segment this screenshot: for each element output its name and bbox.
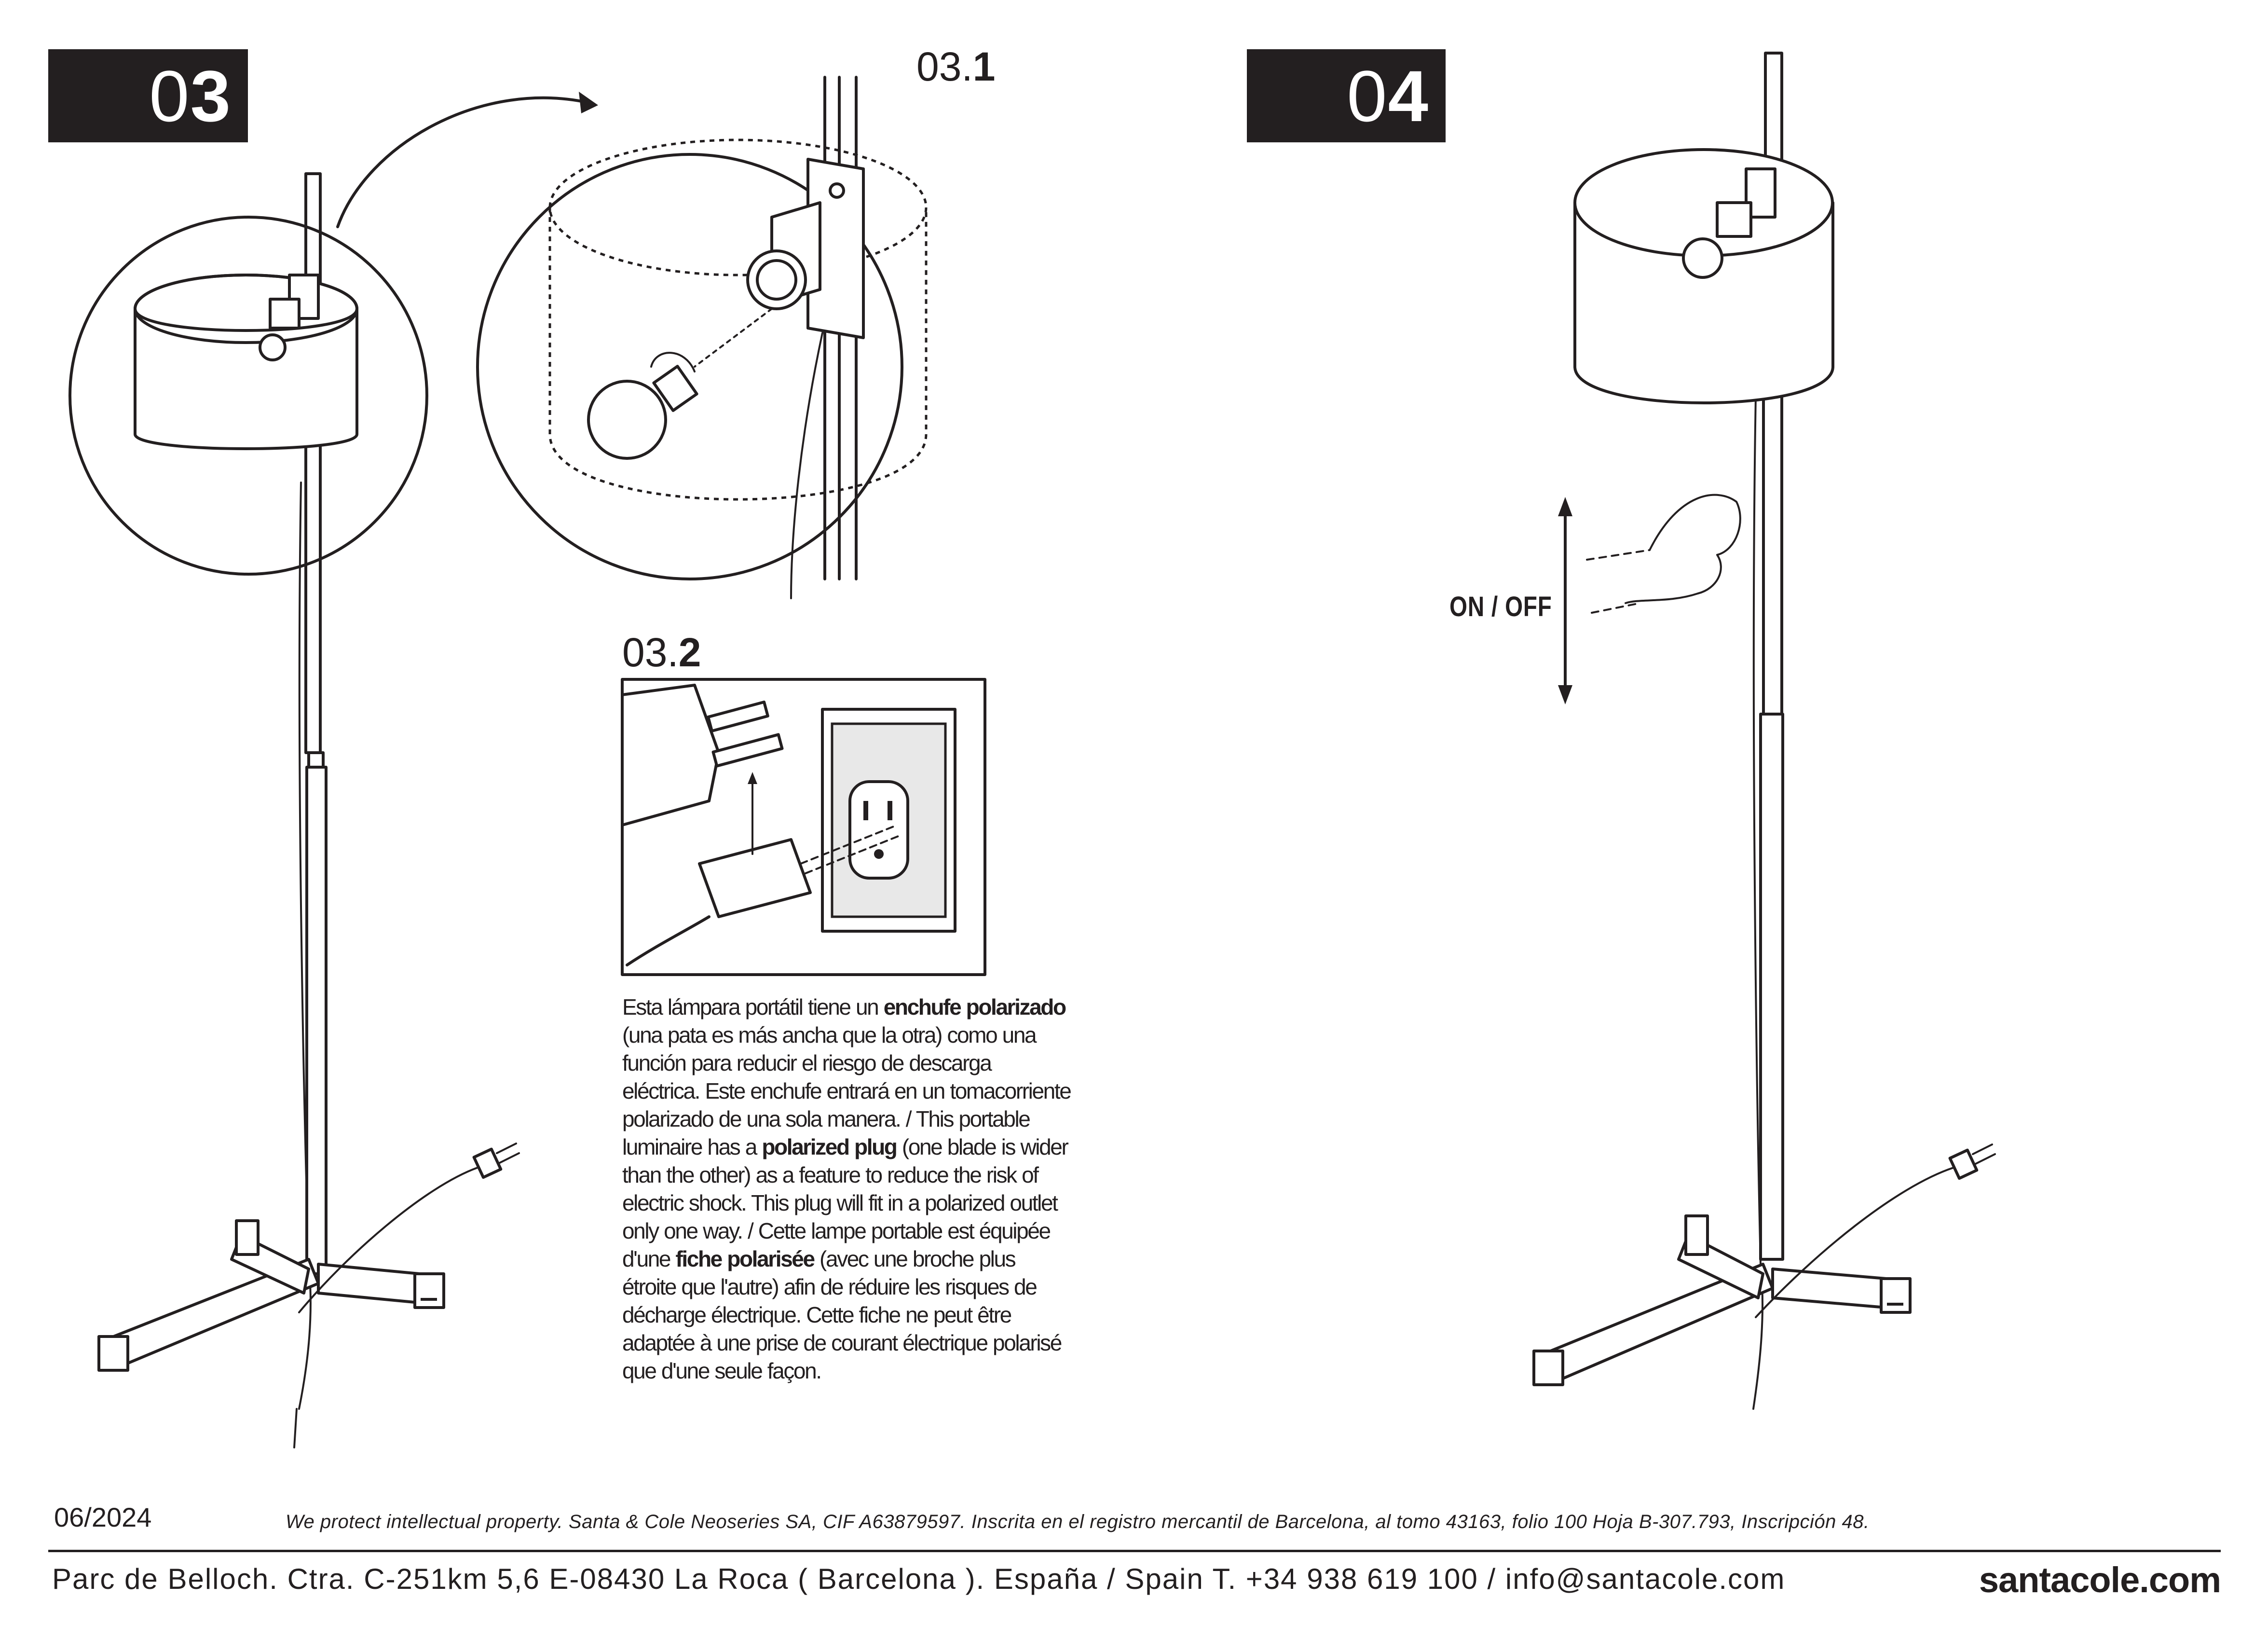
notice-text-3: (one blade is wider than the other) as a… <box>622 1134 1069 1271</box>
brand-website: santacole.com <box>1979 1560 2221 1600</box>
step-4-number: 4 <box>1388 55 1428 137</box>
lamp-step3-illustration <box>68 92 598 1448</box>
notice-bold-es: enchufe polarizado <box>883 994 1066 1020</box>
step-3-2-prefix: 03. <box>622 630 679 675</box>
notice-text-2: (una pata es más ancha que la otra) como… <box>622 1022 1072 1159</box>
notice-bold-fr: fiche polarisée <box>675 1246 816 1271</box>
bulb-install-detail <box>476 76 928 599</box>
step-3-2-label: 03.2 <box>622 632 701 673</box>
lamp-step4-illustration <box>1532 52 1996 1410</box>
step-3-number: 3 <box>190 55 231 137</box>
step-3-prefix: 0 <box>149 55 191 137</box>
step-3-1-number: 1 <box>972 44 996 89</box>
step-3-2-number: 2 <box>678 630 701 675</box>
step-4-prefix: 0 <box>1347 55 1388 137</box>
notice-text-1: Esta lámpara portátil tiene un <box>622 994 884 1020</box>
notice-bold-en: polarized plug <box>762 1134 898 1159</box>
on-off-label: ON / OFF <box>1449 591 1552 622</box>
polarized-plug-notice: Esta lámpara portátil tiene un enchufe p… <box>622 993 1072 1385</box>
document-date: 06/2024 <box>54 1502 152 1532</box>
company-address: Parc de Belloch. Ctra. C-251km 5,6 E-084… <box>52 1563 1786 1595</box>
step-3-1-label: 03.1 <box>916 46 996 87</box>
notice-text-4: (avec une broche plus étroite que l'autr… <box>622 1246 1062 1383</box>
legal-notice: We protect intellectual property. Santa … <box>286 1511 1870 1532</box>
footer-divider <box>48 1550 2221 1552</box>
step-3-1-prefix: 03. <box>916 44 973 89</box>
polarized-plug-diagram <box>621 678 986 976</box>
